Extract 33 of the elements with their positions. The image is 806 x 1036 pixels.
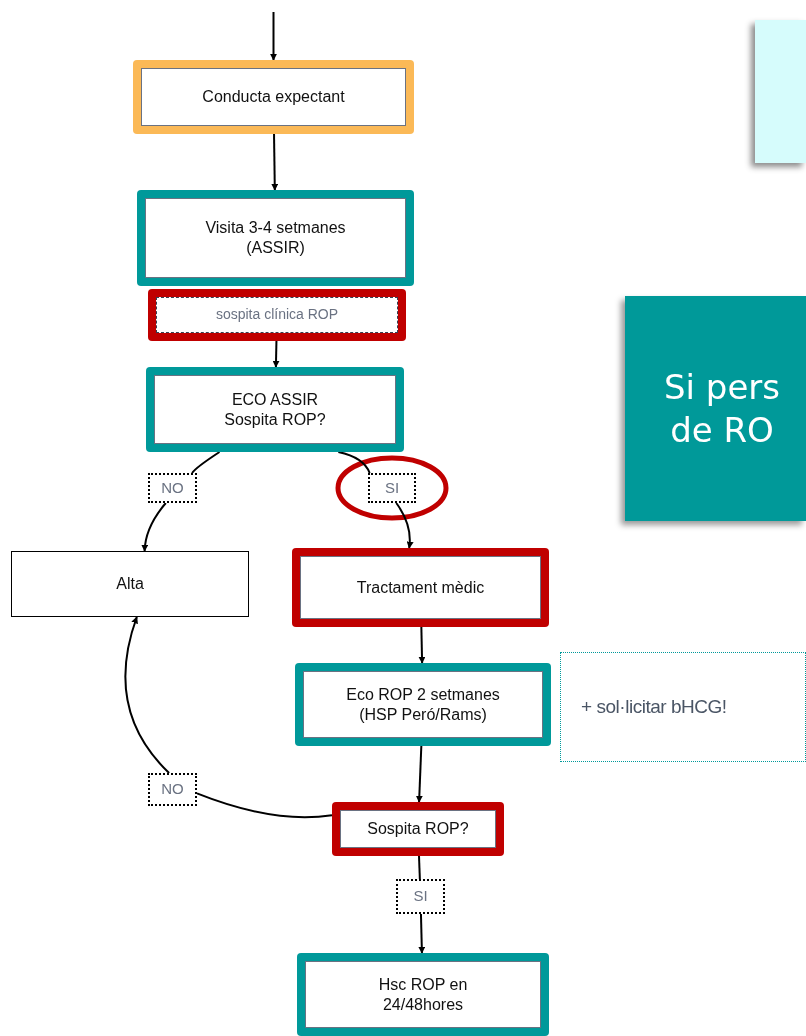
box-label: Conducta expectant	[202, 87, 345, 107]
arrow	[418, 626, 426, 664]
arrow	[271, 133, 279, 191]
arrow	[270, 11, 277, 61]
decision-label: NO	[148, 773, 197, 806]
box-label: sospita clínica ROP	[215, 306, 339, 324]
info-card	[755, 20, 806, 163]
arrow	[272, 340, 280, 368]
decision-label: NO	[148, 473, 197, 503]
box-label: Visita 3-4 setmanes (ASSIR)	[204, 218, 347, 258]
box-label: ECO ASSIR Sospita ROP?	[223, 389, 327, 430]
box-label: Tractament mèdic	[356, 577, 485, 598]
box-label: Sospita ROP?	[367, 819, 469, 839]
process-box	[332, 802, 504, 856]
box-label: Hsc ROP en 24/48hores	[377, 974, 469, 1015]
box-label: Eco ROP 2 setmanes (HSP Peró/Rams)	[345, 684, 501, 725]
decision-label: SI	[396, 879, 445, 914]
note-box: + sol·licitar bHCG!	[560, 652, 806, 762]
decision-label: SI	[368, 473, 416, 503]
process-box	[148, 289, 406, 341]
process-box	[146, 367, 404, 452]
arrow	[124, 616, 171, 774]
arrow	[415, 745, 423, 803]
arrow	[141, 502, 167, 552]
process-box	[292, 548, 549, 627]
arrow	[395, 502, 414, 549]
process-box	[133, 60, 414, 134]
arrow	[418, 913, 426, 954]
process-box	[297, 953, 549, 1036]
process-box	[295, 663, 551, 746]
process-box: Alta	[11, 551, 249, 617]
info-banner: Si pers de RO	[625, 296, 806, 521]
process-box	[137, 190, 414, 286]
